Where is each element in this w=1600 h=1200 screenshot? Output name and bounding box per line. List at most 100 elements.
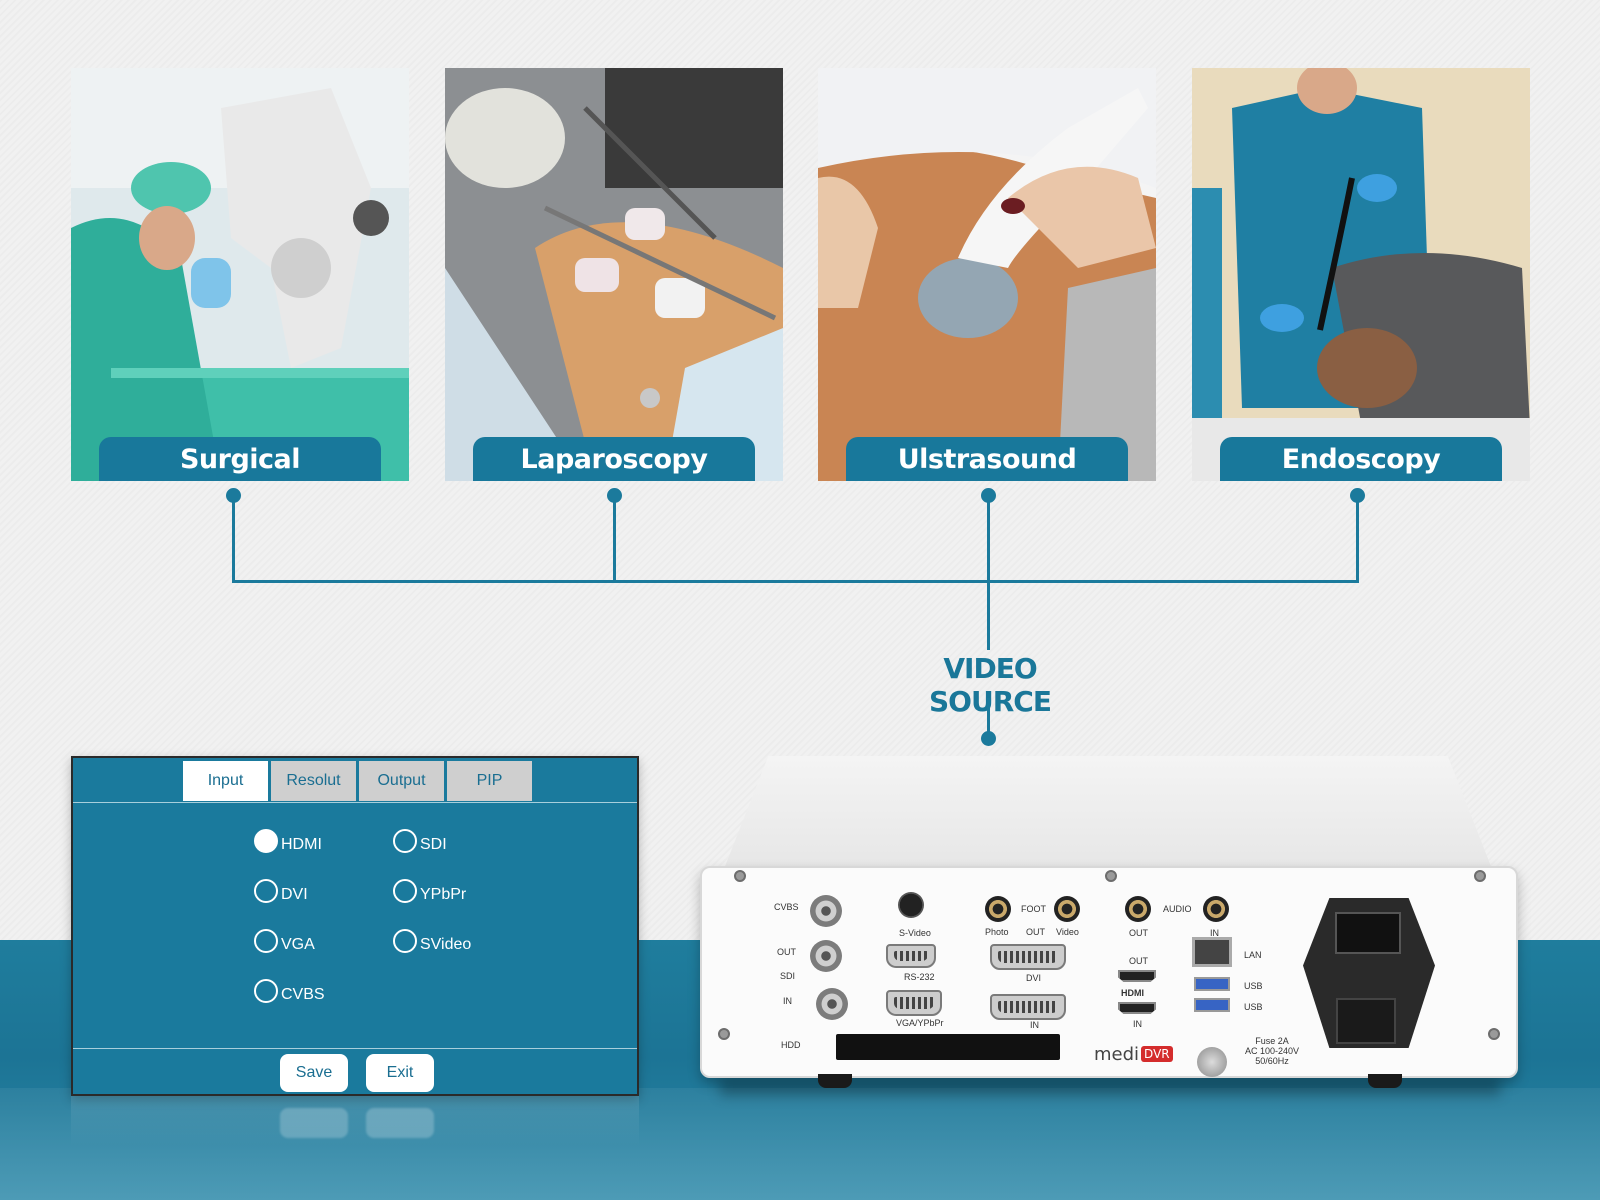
radio-label: SDI (420, 836, 447, 853)
hdmi-out-port-icon[interactable] (1118, 970, 1156, 982)
hdmi-in-port-icon[interactable] (1118, 1002, 1156, 1014)
radio-button[interactable] (393, 879, 417, 903)
radio-button-checked[interactable] (254, 829, 278, 853)
port-label-svideo: S-Video (899, 928, 931, 938)
port-label-dvi-in: IN (1030, 1020, 1039, 1030)
save-button-reflection (280, 1108, 348, 1138)
application-label: Surgical Microscope (99, 437, 381, 481)
dvi-out-port-icon[interactable] (990, 944, 1066, 970)
bnc-connector-icon[interactable] (810, 940, 842, 972)
radio-label: YPbPr (420, 886, 467, 903)
radio-option-svideo[interactable]: SVideo (393, 929, 472, 954)
tab-divider (73, 802, 637, 803)
vga-port-icon[interactable] (886, 990, 942, 1016)
bnc-connector-icon[interactable] (816, 988, 848, 1020)
radio-option-ypbpr[interactable]: YPbPr (393, 879, 467, 904)
floor-reflection-band (0, 1088, 1600, 1200)
lan-port-icon[interactable] (1192, 937, 1232, 967)
video-source-label: VIDEO SOURCE (929, 652, 1052, 718)
screw-icon (734, 870, 746, 882)
application-card-ultrasound: Ulstrasound (818, 68, 1156, 481)
dvi-in-port-icon[interactable] (990, 994, 1066, 1020)
connector-dot (981, 731, 996, 746)
power-knob[interactable] (1197, 1047, 1227, 1077)
screw-icon (1105, 870, 1117, 882)
application-card-surgical-microscope: Surgical Microscope (71, 68, 409, 481)
radio-option-cvbs[interactable]: CVBS (254, 979, 325, 1004)
brand-badge: DVR (1141, 1046, 1173, 1062)
fuse-line: AC 100-240V (1244, 1046, 1300, 1056)
port-label-dvi: DVI (1026, 973, 1042, 983)
radio-button[interactable] (254, 879, 278, 903)
connector-line (1356, 495, 1359, 583)
port-label-hdmi: HDMI (1121, 988, 1144, 998)
bnc-connector-icon[interactable] (810, 895, 842, 927)
port-label-foot-out: OUT (1026, 927, 1045, 937)
port-label-usb-2: USB (1244, 1002, 1263, 1012)
device-shadow (720, 1078, 1500, 1096)
device-top-cover (722, 756, 1494, 874)
power-switch[interactable] (1336, 998, 1396, 1044)
panel-reflection (71, 1096, 639, 1146)
port-label-lan: LAN (1244, 950, 1262, 960)
audio-out-jack-icon[interactable] (1125, 896, 1151, 922)
port-label-hdmi-in: IN (1133, 1019, 1142, 1029)
radio-button[interactable] (254, 929, 278, 953)
tab-input[interactable]: Input (183, 761, 268, 801)
foot-video-jack-icon[interactable] (1054, 896, 1080, 922)
screw-icon (1488, 1028, 1500, 1040)
port-label-hdmi-out: OUT (1129, 956, 1148, 966)
exit-button[interactable]: Exit (366, 1054, 434, 1092)
tab-resolution[interactable]: Resolut (271, 761, 356, 801)
audio-in-jack-icon[interactable] (1203, 896, 1229, 922)
device-foot (1368, 1074, 1402, 1088)
radio-option-hdmi[interactable]: HDMI (254, 829, 322, 854)
port-label-audio-out: OUT (1129, 928, 1148, 938)
port-label-usb-1: USB (1244, 981, 1263, 991)
port-label-hdd: HDD (781, 1040, 801, 1050)
radio-label: SVideo (420, 936, 472, 953)
footer-divider (73, 1048, 637, 1049)
usb-port-icon[interactable] (1194, 998, 1230, 1012)
radio-option-vga[interactable]: VGA (254, 929, 315, 954)
radio-label: DVI (281, 886, 308, 903)
tab-pip[interactable]: PIP (447, 761, 532, 801)
radio-button[interactable] (393, 929, 417, 953)
port-label-cvbs: CVBS (774, 902, 799, 912)
osd-menu-panel: Input Resolut Output PIP HDMI SDI DVI YP… (71, 756, 639, 1096)
fuse-line: 50/60Hz (1255, 1056, 1289, 1066)
radio-option-dvi[interactable]: DVI (254, 879, 308, 904)
svideo-port-icon[interactable] (898, 892, 924, 918)
port-label-rs232: RS-232 (904, 972, 935, 982)
application-label: Ulstrasound (846, 437, 1128, 481)
rs232-port-icon[interactable] (886, 944, 936, 968)
brand-prefix: medi (1094, 1044, 1140, 1065)
fuse-line: Fuse 2A (1255, 1036, 1289, 1046)
device-foot (818, 1074, 852, 1088)
tab-output[interactable]: Output (359, 761, 444, 801)
port-label-audio: AUDIO (1163, 904, 1192, 914)
power-inlet-icon[interactable] (1335, 912, 1401, 954)
application-card-laparoscopy: Laparoscopy (445, 68, 783, 481)
port-label-video: Video (1056, 927, 1079, 937)
radio-label: HDMI (281, 836, 322, 853)
screw-icon (1474, 870, 1486, 882)
application-label: Endoscopy (1220, 437, 1502, 481)
application-card-endoscopy: Endoscopy (1192, 68, 1530, 481)
connector-line (232, 495, 235, 583)
radio-option-sdi[interactable]: SDI (393, 829, 447, 854)
radio-button[interactable] (393, 829, 417, 853)
port-label-sdi-out: OUT (777, 947, 796, 957)
ultrasound-photo (818, 68, 1156, 481)
exit-button-reflection (366, 1108, 434, 1138)
save-button[interactable]: Save (280, 1054, 348, 1092)
hdd-bay[interactable] (836, 1034, 1060, 1060)
foot-photo-jack-icon[interactable] (985, 896, 1011, 922)
surgical-microscope-photo (71, 68, 409, 481)
laparoscopy-photo (445, 68, 783, 481)
usb-port-icon[interactable] (1194, 977, 1230, 991)
connector-line (987, 495, 990, 650)
endoscopy-photo (1192, 68, 1530, 481)
radio-button[interactable] (254, 979, 278, 1003)
